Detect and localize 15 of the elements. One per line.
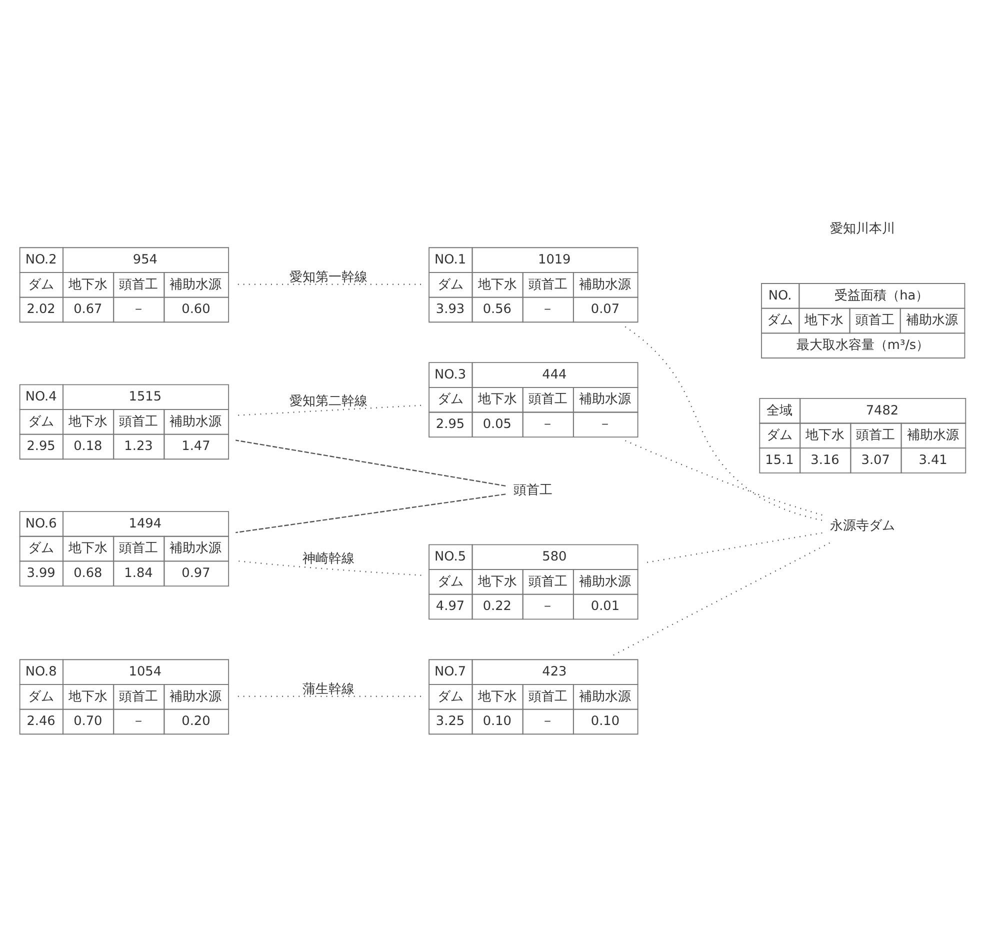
- label: 愛知川本川: [830, 222, 896, 237]
- edge-label: 愛知第一幹線: [289, 270, 368, 285]
- connector: [236, 404, 422, 416]
- connector: [612, 542, 830, 656]
- connector: [236, 494, 506, 534]
- edge-label: 蒲生幹線: [302, 682, 354, 697]
- node-text: 永源寺ダム: [830, 518, 896, 534]
- edge-label: 神崎幹線: [302, 551, 354, 566]
- connector: [622, 324, 822, 521]
- connector: [624, 440, 822, 516]
- connector: [644, 532, 822, 564]
- connector: [236, 560, 422, 576]
- edge-label: 愛知第二幹線: [289, 394, 368, 410]
- node-text: 頭首工: [513, 482, 552, 498]
- connector: [236, 440, 506, 487]
